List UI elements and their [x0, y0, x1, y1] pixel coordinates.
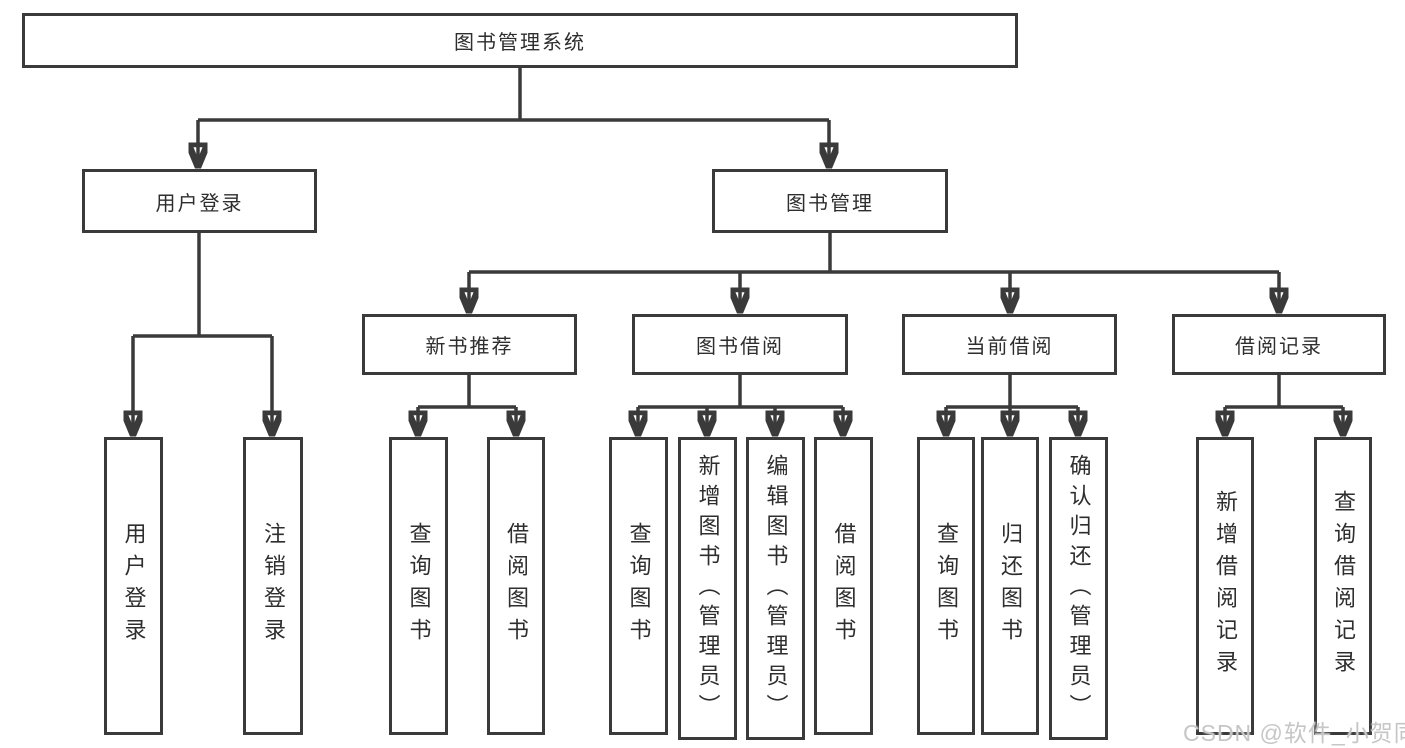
- leaf-borrow-books-2: 借阅图书: [814, 437, 873, 735]
- leaf-edit-book-admin: 编辑图书（管理员）: [746, 437, 805, 740]
- leaf-user-login: 用户登录: [104, 437, 163, 735]
- leaf-borrow-books-1: 借阅图书: [487, 437, 545, 735]
- node-book-management: 图书管理: [712, 169, 948, 233]
- leaf-query-books-2: 查询图书: [609, 437, 668, 735]
- node-book-borrowing: 图书借阅: [632, 314, 848, 375]
- node-borrowing-records: 借阅记录: [1172, 314, 1386, 375]
- leaf-return-book: 归还图书: [981, 437, 1039, 735]
- leaf-query-books-3: 查询图书: [917, 437, 975, 735]
- node-current-borrowing: 当前借阅: [902, 314, 1117, 375]
- leaf-logout: 注销登录: [243, 437, 303, 735]
- leaf-query-borrow-record: 查询借阅记录: [1314, 437, 1372, 735]
- csdn-watermark: CSDN @软件_小贺同学: [1183, 720, 1405, 746]
- node-user-login: 用户登录: [82, 169, 317, 233]
- leaf-add-book-admin: 新增图书（管理员）: [678, 437, 737, 740]
- leaf-confirm-return-admin: 确认归还（管理员）: [1049, 437, 1108, 740]
- node-new-book-recommendation: 新书推荐: [362, 314, 577, 375]
- leaf-query-books-1: 查询图书: [389, 437, 448, 735]
- leaf-add-borrow-record: 新增借阅记录: [1196, 437, 1254, 735]
- node-root-system: 图书管理系统: [22, 13, 1018, 68]
